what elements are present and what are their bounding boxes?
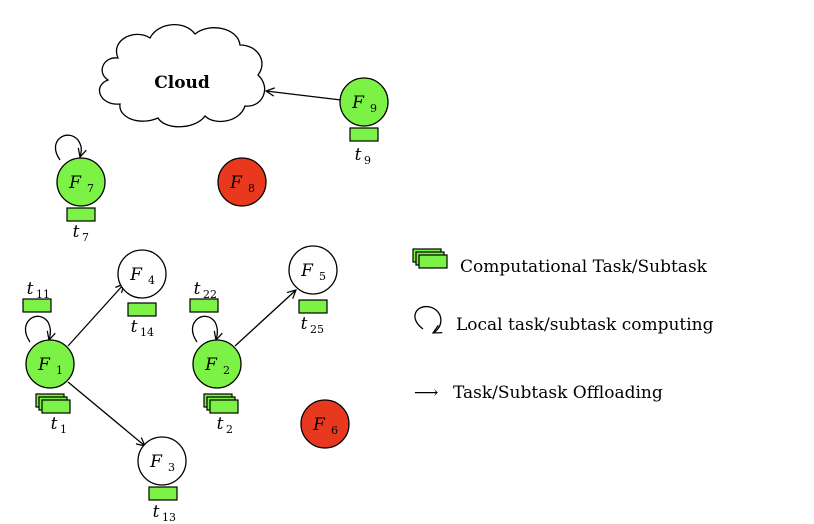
legend-local-icon	[414, 305, 441, 333]
svg-text:F: F	[68, 173, 82, 193]
svg-text:7: 7	[87, 182, 94, 195]
svg-text:14: 14	[140, 326, 154, 339]
node-f8: F 8	[217, 157, 267, 207]
task-t7: t 7	[66, 207, 96, 244]
svg-text:9: 9	[364, 154, 371, 167]
node-f4: F 4	[117, 249, 167, 299]
task-t1: t 1	[35, 393, 71, 436]
legend-local-label: Local task/subtask computing	[456, 315, 714, 335]
svg-text:5: 5	[319, 270, 326, 283]
svg-text:9: 9	[370, 102, 377, 115]
task-t9: t 9	[349, 127, 379, 167]
self-loop-f1	[24, 315, 50, 343]
svg-text:t: t	[194, 279, 201, 299]
svg-text:t: t	[153, 502, 160, 522]
svg-text:t: t	[131, 317, 138, 337]
svg-text:7: 7	[82, 231, 89, 244]
svg-text:8: 8	[248, 182, 255, 195]
edge-f1-f4	[67, 284, 124, 347]
legend-task-label: Computational Task/Subtask	[460, 257, 708, 277]
svg-text:F: F	[300, 261, 314, 281]
node-f6: F 6	[300, 399, 350, 449]
task-t13: t 13	[148, 486, 178, 524]
svg-text:6: 6	[331, 424, 338, 437]
svg-text:F: F	[37, 355, 51, 375]
svg-text:1: 1	[56, 364, 63, 377]
node-f5: F 5	[288, 245, 338, 295]
svg-text:1: 1	[60, 423, 67, 436]
node-f1: F 1	[25, 339, 75, 389]
svg-text:11: 11	[36, 288, 50, 301]
self-loop-f2	[191, 315, 217, 343]
task-t11: t 11	[22, 279, 52, 313]
node-f9: F 9	[339, 77, 389, 127]
node-f7: F 7	[56, 157, 106, 207]
legend-offload-label: Task/Subtask Offloading	[453, 383, 663, 403]
svg-text:t: t	[301, 314, 308, 334]
svg-text:2: 2	[226, 423, 233, 436]
edge-f2-f5	[234, 290, 296, 347]
svg-text:t: t	[27, 279, 34, 299]
task-t25: t 25	[298, 299, 328, 336]
task-t14: t 14	[127, 302, 157, 339]
svg-text:t: t	[217, 414, 224, 434]
cloud-shape: Cloud	[98, 24, 266, 128]
svg-text:13: 13	[162, 511, 176, 524]
svg-text:F: F	[351, 93, 365, 113]
svg-text:22: 22	[203, 288, 217, 301]
svg-text:t: t	[73, 222, 80, 242]
cloud-label: Cloud	[154, 73, 210, 93]
task-t2: t 2	[203, 393, 239, 436]
node-f2: F 2	[192, 339, 242, 389]
svg-text:F: F	[229, 173, 243, 193]
svg-text:F: F	[129, 265, 143, 285]
node-f3: F 3	[137, 436, 187, 486]
self-loop-f7	[54, 134, 81, 161]
svg-text:2: 2	[223, 364, 230, 377]
svg-text:F: F	[149, 452, 163, 472]
svg-text:3: 3	[168, 461, 175, 474]
svg-text:t: t	[51, 414, 58, 434]
svg-text:t: t	[355, 145, 362, 165]
edge-f1-f3	[67, 381, 145, 446]
svg-text:F: F	[204, 355, 218, 375]
legend: Computational Task/Subtask Local task/su…	[412, 248, 714, 403]
svg-text:F: F	[312, 415, 326, 435]
task-t22: t 22	[189, 279, 219, 313]
legend-task-icon	[412, 248, 448, 269]
svg-text:4: 4	[148, 274, 155, 287]
svg-text:25: 25	[310, 323, 324, 336]
edge-f9-cloud	[266, 91, 342, 101]
legend-offload-arrow-icon: ⟶	[414, 383, 438, 403]
